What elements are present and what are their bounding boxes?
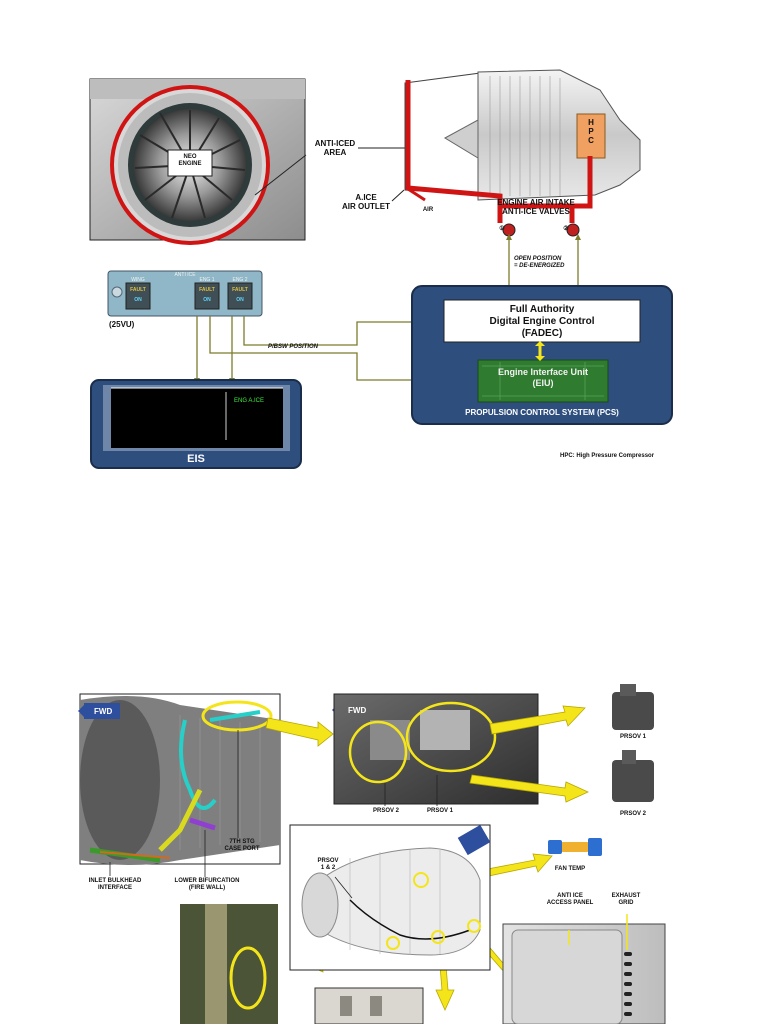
hpc-letter: C [588,136,594,145]
pcs-label: PROPULSION CONTROL SYSTEM (PCS) [465,408,619,417]
wing-button-name: WING [131,277,145,283]
panel-id-label: (25VU) [109,320,135,329]
eng1-button-fault[interactable]: FAULT [199,287,215,293]
fadec-line: Digital Engine Control [489,316,595,327]
inlet-bulkhead-line: INLET BULKHEAD [88,878,142,884]
7th-stg-line: CASE PORT [224,846,260,852]
fan-temp-sensor [548,838,602,856]
engine-cutaway [404,69,641,237]
neo-engine-label-line: ENGINE [178,161,202,167]
anti-ice-panel-title: ANTI ICE [174,272,196,278]
hpc-note: HPC: High Pressure Compressor [560,453,655,459]
7th-stg-case-port-label: 7TH STG CASE PORT [222,839,262,853]
inlet-bulkhead-label: INLET BULKHEAD INTERFACE [80,878,150,892]
engine-wireframe [289,824,491,971]
engine-air-intake-line: ANTI-ICE VALVES [502,207,570,216]
air-label: AIR [422,207,434,213]
hpc-label: H P C [583,118,599,145]
fan-temp-label: FAN TEMP [554,866,586,872]
eiu-label: Engine Interface Unit (EIU) [478,367,608,389]
eng2-button-fault[interactable]: FAULT [232,287,248,293]
neo-engine-photo [89,78,306,245]
neo-engine-label-line: NEO [183,154,197,160]
lower-bifurcation-label: LOWER BIFURCATION (FIRE WALL) [165,878,249,892]
anti-iced-area-line: ANTI-ICED [314,139,356,148]
engine-air-intake-line: ENGINE AIR INTAKE [497,198,575,207]
exhaust-grid-line: EXHAUST [611,893,641,899]
access-panel-line: ACCESS PANEL [546,900,594,906]
bottom-callout-lines [109,730,438,899]
fadec-line: Full Authority [509,304,575,315]
fwd-label-photo: FWD [348,706,367,715]
fadec-line: (FADEC) [521,328,563,339]
aice-air-outlet-line: A.ICE [355,193,377,202]
anti-iced-area-line: AREA [323,148,347,157]
eis-box [90,379,302,469]
hpc-letter: P [588,127,594,136]
eng2-button-name: ENG 2 [232,277,248,283]
lower-bifurcation-line: LOWER BIFURCATION [174,878,240,884]
pbsw-position-label: P/BSW POSITION [268,344,319,350]
bottom-left-photo [180,904,278,1024]
exhaust-grid-line: GRID [618,900,634,906]
prsov2-part-label: PRSOV 2 [619,811,646,817]
eiu-line: (EIU) [532,378,554,388]
7th-stg-line: 7TH STG [229,839,255,845]
open-position-line: = DE-ENERGIZED [514,263,565,269]
prsov2-photo-label: PRSOV 2 [372,808,399,814]
valve-1-mark: ① [499,226,505,232]
access-panel-photo [502,914,666,1024]
fwd-label-left: FWD [94,707,113,716]
neo-engine-label: NEO ENGINE [169,154,211,168]
inlet-bulkhead-line: INTERFACE [97,885,132,891]
eng1-button-on[interactable]: ON [203,297,211,303]
open-position-line: OPEN POSITION [514,256,562,262]
access-panel-line: ANTI ICE [557,893,583,899]
prsov1-part-label: PRSOV 1 [619,734,646,740]
prsov-1-2-line: PRSOV [317,858,339,864]
aice-air-outlet-label: A.ICE AIR OUTLET [336,193,396,211]
eng-aice-message: ENG A.ICE [234,398,265,404]
prsov-1-2-label: PRSOV 1 & 2 [310,858,346,872]
eng1-button-name: ENG 1 [199,277,215,283]
wiring [196,236,579,381]
hpc-letter: H [588,118,594,127]
eng2-button-on[interactable]: ON [236,297,244,303]
bottom-middle-photo [314,987,424,1024]
anti-iced-area-label: ANTI-ICED AREA [310,139,360,157]
callout-line [254,154,307,196]
prsov1-photo-label: PRSOV 1 [426,808,453,814]
lower-bifurcation-line: (FIRE WALL) [188,885,226,891]
callout-line [391,189,405,202]
valve-2-mark: ② [563,226,569,232]
engine-3d-view [79,693,281,865]
prsov-1-2-line: 1 & 2 [320,865,336,871]
eiu-line: Engine Interface Unit [497,367,588,377]
anti-ice-access-panel-label: ANTI ICE ACCESS PANEL [545,893,595,907]
prsov-part-images [612,684,654,802]
fadec-label: Full Authority Digital Engine Control (F… [444,304,640,340]
pcs-box [411,285,673,425]
engine-air-intake-label: ENGINE AIR INTAKE ANTI-ICE VALVES [490,198,582,216]
wing-button-on[interactable]: ON [134,297,142,303]
wing-button-fault[interactable]: FAULT [130,287,146,293]
eis-label: EIS [187,453,205,465]
open-position-label: OPEN POSITION = DE-ENERGIZED [514,256,565,270]
aice-air-outlet-line: AIR OUTLET [342,202,390,211]
exhaust-grid-label: EXHAUST GRID [606,893,646,907]
overhead-panel-graphic [107,270,263,317]
